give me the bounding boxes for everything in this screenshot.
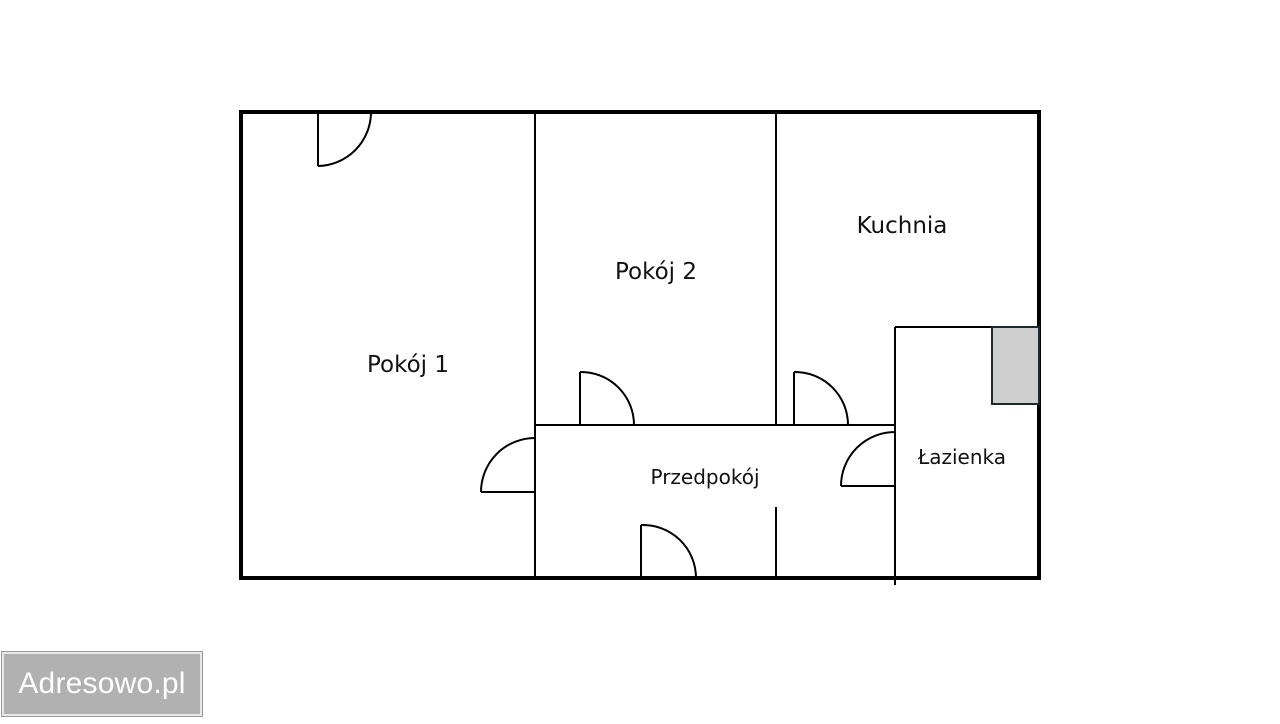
watermark-logo: Adresowo.pl <box>1 651 203 717</box>
shower-fixture <box>991 326 1040 405</box>
room-label-lazienka: Łazienka <box>917 445 1007 469</box>
room-label-kuchnia: Kuchnia <box>856 213 948 239</box>
door-swing-arc <box>840 431 896 487</box>
door-swing-arc <box>640 523 697 579</box>
door-pokoj1-top <box>317 111 372 167</box>
outer-wall <box>239 110 1041 580</box>
room-label-pokoj-2: Pokój 2 <box>614 259 698 285</box>
walls <box>239 110 1041 585</box>
door-kuchnia <box>793 370 849 426</box>
door-pokoj2 <box>579 370 635 426</box>
fixtures <box>991 326 1040 405</box>
door-entrance <box>640 523 697 579</box>
door-swing-arc <box>793 370 849 426</box>
door-lazienka <box>840 431 896 487</box>
room-label-pokoj-1: Pokój 1 <box>366 352 450 378</box>
room-label-przedpokoj: Przedpokój <box>650 465 760 489</box>
door-swing-arc <box>317 111 372 167</box>
door-swing-arc <box>579 370 635 426</box>
door-pokoj1-hall <box>480 437 536 493</box>
door-swing-arc <box>480 437 536 493</box>
doors <box>317 111 896 579</box>
